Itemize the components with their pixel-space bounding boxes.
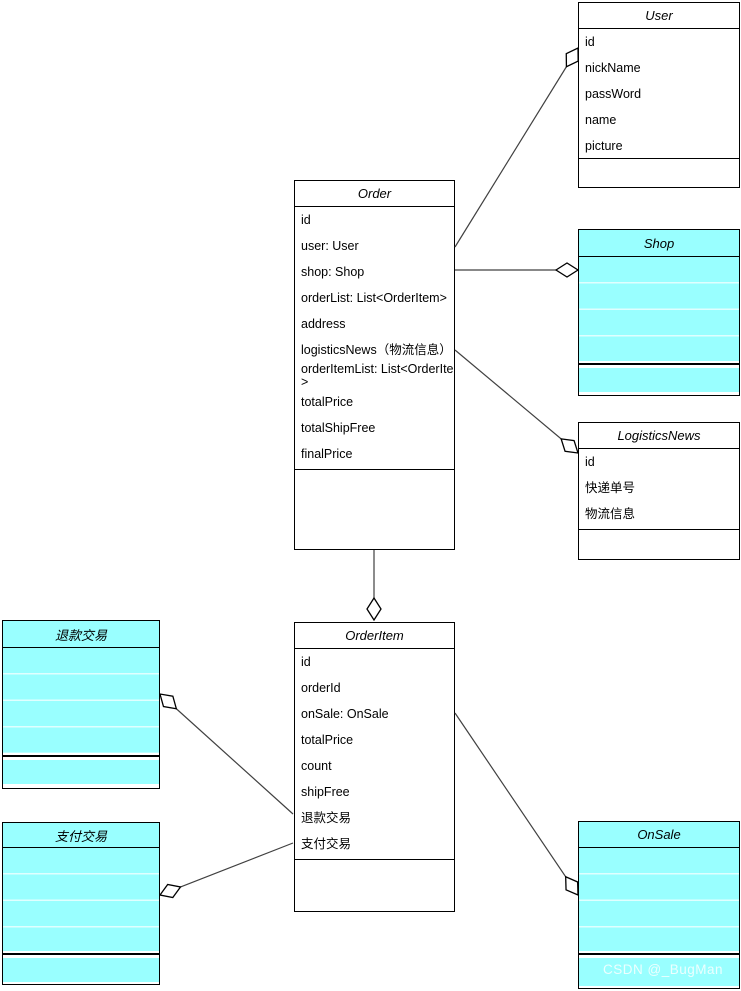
attribute-row: id: [301, 212, 311, 227]
class-title-order-item: OrderItem: [295, 623, 454, 649]
class-title-user: User: [579, 3, 739, 29]
attribute-row: id: [585, 34, 595, 49]
class-title-payment-transaction: 支付交易: [3, 823, 159, 848]
attribute-row: totalPrice: [301, 394, 354, 409]
attribute-row: orderItemList: List<OrderIte >: [301, 362, 454, 389]
attribute-row: 快递单号: [585, 480, 636, 495]
attribute-row: id: [585, 454, 595, 469]
compartment-separator: [3, 953, 159, 955]
attribute-row: totalPrice: [301, 732, 354, 747]
methods-compartment: [579, 529, 739, 559]
compartment-separator: [3, 755, 159, 757]
attributes-compartment: id nickName passWord name picture: [579, 29, 739, 158]
connector-orderitem-to-onsale: [454, 712, 578, 895]
class-title-logistics-news: LogisticsNews: [579, 423, 739, 449]
attribute-row: user: User: [301, 238, 359, 253]
class-box-user: User id nickName passWord name picture: [578, 2, 740, 188]
methods-compartment: [579, 958, 739, 986]
attributes-compartment: [579, 257, 739, 361]
attribute-row: orderList: List<OrderItem>: [301, 290, 447, 305]
connector-order-to-logisticsnews: [454, 349, 578, 453]
attribute-row: logisticsNews（物流信息）: [301, 342, 452, 357]
methods-compartment: [295, 469, 454, 549]
class-title-on-sale: OnSale: [579, 822, 739, 848]
class-box-order: Order id user: User shop: Shop orderList: Li…: [294, 180, 455, 550]
class-title-shop: Shop: [579, 230, 739, 257]
connector-orderitem-to-payment: [160, 842, 294, 895]
class-box-on-sale: OnSale: [578, 821, 740, 989]
attribute-row: name: [585, 112, 617, 127]
methods-compartment: [3, 958, 159, 982]
connector-order-to-user: [454, 48, 578, 248]
compartment-separator: [579, 363, 739, 365]
attributes-compartment: id 快递单号物流信息: [579, 449, 739, 529]
methods-compartment: [579, 368, 739, 392]
attribute-row: totalShipFree: [301, 420, 376, 435]
attribute-row: shipFree: [301, 784, 350, 799]
methods-compartment: [579, 158, 739, 187]
class-box-refund-transaction: 退款交易: [2, 620, 160, 789]
attribute-row: id: [301, 654, 311, 669]
attribute-row: passWord: [585, 86, 642, 101]
attribute-row: 物流信息: [585, 506, 636, 521]
attribute-row: finalPrice: [301, 446, 353, 461]
class-box-shop: Shop: [578, 229, 740, 396]
attribute-row: nickName: [585, 60, 641, 75]
attribute-row: shop: Shop: [301, 264, 365, 279]
class-box-order-item: OrderItem id orderId onSale: OnSale totalPri…: [294, 622, 455, 912]
class-title-refund-transaction: 退款交易: [3, 621, 159, 648]
attribute-row: count: [301, 758, 332, 773]
attribute-row: picture: [585, 138, 623, 153]
attribute-row: onSale: OnSale: [301, 706, 389, 721]
attribute-row: 退款交易: [301, 810, 352, 825]
class-box-logistics-news: LogisticsNews id 快递单号物流信息: [578, 422, 740, 560]
attribute-row: address: [301, 316, 346, 331]
attribute-row: orderId: [301, 680, 341, 695]
attribute-row: 支付交易: [301, 836, 352, 851]
class-box-payment-transaction: 支付交易: [2, 822, 160, 985]
attributes-compartment: [579, 848, 739, 951]
attributes-compartment: id user: User shop: Shop orderList: List<Or…: [295, 207, 454, 469]
attributes-compartment: [3, 648, 159, 753]
class-title-order: Order: [295, 181, 454, 207]
methods-compartment: [295, 859, 454, 911]
attributes-compartment: id orderId onSale: OnSale totalPrice count sh…: [295, 649, 454, 859]
methods-compartment: [3, 760, 159, 784]
compartment-separator: [579, 953, 739, 955]
attributes-compartment: [3, 848, 159, 951]
connector-orderitem-to-refund: [160, 694, 294, 815]
